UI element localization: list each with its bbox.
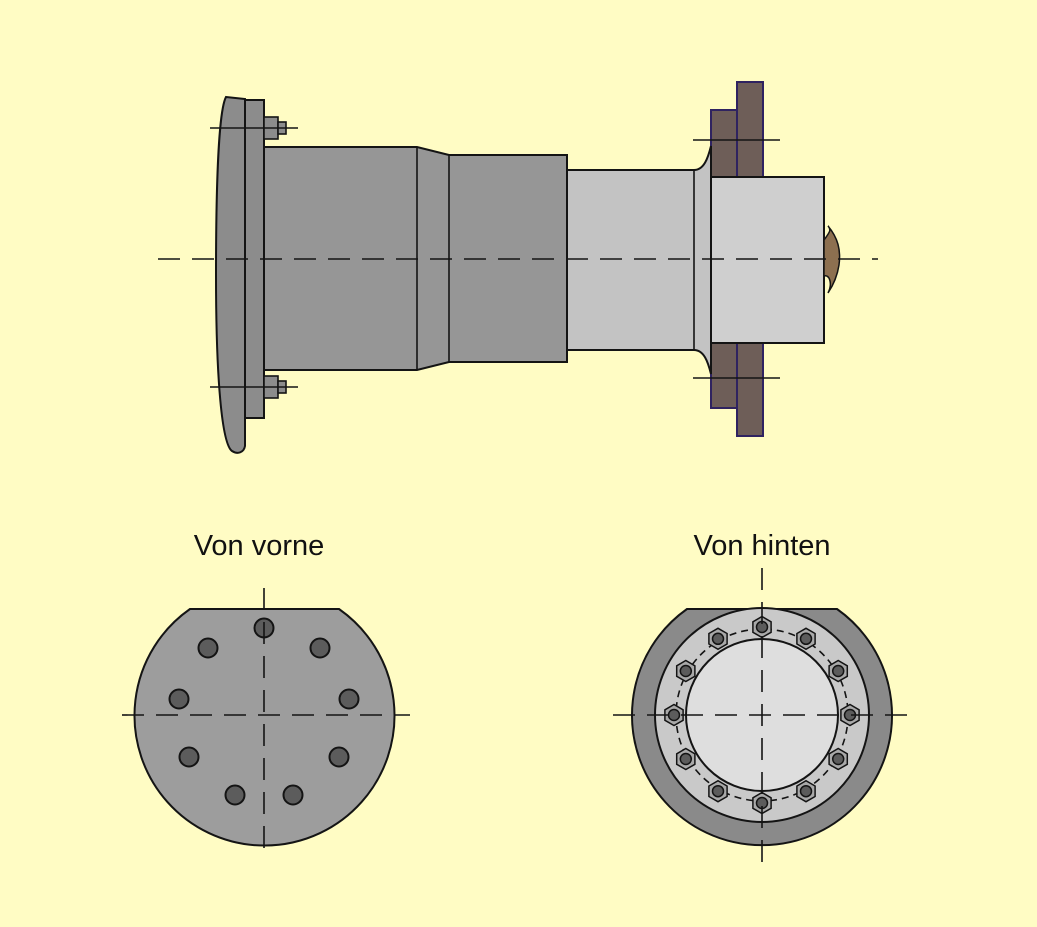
hex-nut bbox=[675, 747, 696, 771]
bolt-hole bbox=[197, 637, 219, 659]
bolt-hole bbox=[338, 688, 360, 710]
hex-nut bbox=[796, 627, 816, 651]
bolt-hole bbox=[178, 746, 200, 768]
end-nut bbox=[823, 225, 841, 294]
bolt-hole bbox=[224, 784, 246, 806]
hex-nut bbox=[708, 779, 728, 803]
front-view-label: Von vorne bbox=[194, 530, 325, 562]
back-view-label: Von hinten bbox=[693, 530, 830, 562]
hex-nut bbox=[828, 747, 849, 771]
side-view bbox=[158, 81, 878, 454]
hub bbox=[710, 176, 825, 344]
bolt-hole bbox=[328, 746, 350, 768]
top-bolt bbox=[210, 116, 298, 140]
bolt-hole bbox=[282, 784, 304, 806]
hex-nut bbox=[796, 779, 816, 803]
front-bolt-holes bbox=[168, 617, 360, 806]
hex-nut bbox=[664, 703, 684, 727]
bolt-hole bbox=[309, 637, 331, 659]
front-flange bbox=[214, 95, 246, 454]
hex-nut bbox=[840, 703, 860, 727]
front-view: Von vorne bbox=[122, 530, 410, 860]
hex-nut bbox=[708, 627, 728, 651]
hex-nut bbox=[828, 659, 849, 683]
bottom-bolt bbox=[210, 375, 298, 399]
bolt-hole bbox=[168, 688, 190, 710]
back-view: Von hinten bbox=[613, 530, 912, 865]
shaft bbox=[566, 145, 712, 375]
hex-nut bbox=[675, 659, 696, 683]
